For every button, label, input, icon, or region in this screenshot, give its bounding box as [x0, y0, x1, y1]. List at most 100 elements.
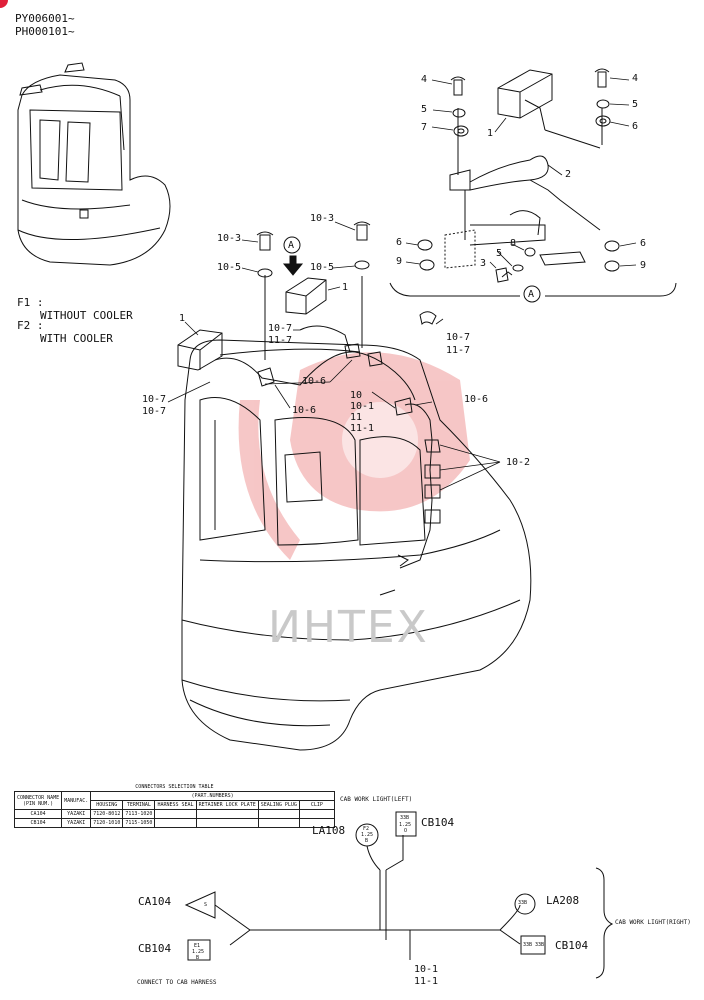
callout-6-left: 6	[396, 237, 403, 248]
callout-9-right: 9	[640, 260, 647, 271]
legend-f1-text: WITHOUT COOLER	[40, 309, 133, 322]
cb104l-pin-mid: 1.25	[192, 949, 205, 955]
wiring-title-right: CAB WORK LIGHT(RIGHT)	[615, 919, 691, 926]
cb104t-pin-top: 33B	[400, 815, 410, 821]
callout-2: 2	[565, 169, 572, 180]
serial-range-2: PH000101~	[15, 25, 75, 38]
wiring-diagram	[184, 811, 614, 979]
harness	[214, 311, 441, 569]
callout-1-center: 1	[342, 282, 349, 293]
th-terminal: TERMINAL	[122, 800, 156, 810]
label-ca104: CA104	[138, 895, 172, 908]
callout-10-6-c: 10-6	[292, 405, 317, 416]
view-a-label-top: A	[288, 240, 295, 251]
wiring-footer: CONNECT TO CAB HARNESS	[137, 979, 217, 986]
callout-8: 8	[510, 238, 517, 249]
callout-5-left: 5	[421, 104, 428, 115]
wiring-ref-10-1: 10-1	[414, 964, 439, 975]
callout-5-right: 5	[632, 99, 639, 110]
connector-selection-table: CONNECTORS SELECTION TABLE CONNECTOR NAM…	[13, 783, 335, 828]
th-retainer: RETAINER LOCK PLATE	[195, 800, 259, 810]
cell-terminal: 7115-1050	[122, 818, 156, 828]
cb104r-pin: 33B 33B	[523, 942, 545, 948]
cell-housing: 7120-8012	[90, 809, 124, 819]
table-row: CB104 YAZAKI 7120-1010 7115-1050	[13, 818, 335, 828]
callout-9-left: 9	[396, 256, 403, 267]
callout-4-right: 4	[632, 73, 639, 84]
legend-f2-text: WITH COOLER	[40, 332, 113, 345]
th-connector: CONNECTOR NAME(PIN NUM.)	[13, 791, 63, 810]
ca104-pin: S	[204, 902, 208, 908]
label-cb104-left: CB104	[138, 942, 172, 955]
corner-mark	[0, 0, 8, 8]
table-row: CA104 YAZAKI 7120-8012 7113-1020	[13, 809, 335, 819]
callout-10-3-right: 10-3	[310, 213, 335, 224]
cell-manufac: YAZAKI	[61, 818, 92, 828]
view-arrow-a	[282, 236, 541, 303]
th-harness-seal: HARNESS SEAL	[154, 800, 197, 810]
leader-lines	[167, 77, 637, 491]
callout-3: 3	[480, 258, 487, 269]
cb104t-pin-bot: O	[404, 828, 408, 834]
callout-10-7-a: 10-7	[268, 323, 293, 334]
cb104l-pin-bot: B	[196, 955, 200, 961]
callout-10: 10	[350, 390, 363, 401]
wiring-ref-11-1: 11-1	[414, 976, 439, 987]
cb104l-pin-top: E1	[194, 943, 201, 949]
callout-1-left: 1	[179, 313, 186, 324]
cell-name: CB104	[13, 818, 63, 828]
callout-10-6-b: 10-6	[464, 394, 489, 405]
callout-7: 7	[421, 122, 428, 133]
callout-10-6-a: 10-6	[302, 376, 327, 387]
callout-6-right: 6	[632, 121, 639, 132]
hardware-top-right	[417, 68, 620, 283]
label-la208: LA208	[546, 894, 580, 907]
label-cb104-right: CB104	[555, 939, 589, 952]
la108-pin-top: F2	[363, 826, 370, 832]
callout-1-top: 1	[487, 128, 494, 139]
main-cab	[181, 339, 532, 751]
callout-11-7-a: 11-7	[268, 335, 293, 346]
table-title: CONNECTORS SELECTION TABLE	[135, 784, 214, 790]
thumbnail-cab	[17, 62, 171, 266]
hardware-cab	[256, 221, 371, 278]
callout-10-5-right: 10-5	[310, 262, 335, 273]
cell-manufac: YAZAKI	[61, 809, 92, 819]
callout-10-7-b: 10-7	[446, 332, 471, 343]
wiring-title-left: CAB WORK LIGHT(LEFT)	[340, 796, 413, 803]
light-bracket-assembly	[389, 69, 677, 297]
la208-pin: 33B	[518, 900, 528, 906]
cb104t-pin-mid: 1.25	[399, 822, 412, 828]
la108-pin-bot: B	[365, 838, 369, 844]
th-sealing-plug: SEALING PLUG	[257, 800, 300, 810]
th-manufac: MANUFAC.	[61, 791, 92, 810]
label-cb104-top: CB104	[421, 816, 455, 829]
cab-lights	[177, 275, 363, 371]
cell-name: CA104	[13, 809, 63, 819]
legend-f1-code: F1 :	[17, 296, 44, 309]
cell-housing: 7120-1010	[90, 818, 124, 828]
legend-f2-code: F2 :	[17, 319, 44, 332]
callout-11: 11	[350, 412, 363, 423]
callout-5-mid: 5	[496, 248, 503, 259]
serial-range-1: PY006001~	[15, 12, 75, 25]
callout-10-3-left: 10-3	[217, 233, 242, 244]
cell-terminal: 7113-1020	[122, 809, 156, 819]
callout-4-left: 4	[421, 74, 428, 85]
view-a-label-bottom: A	[528, 289, 535, 300]
callout-6-r2: 6	[640, 238, 647, 249]
watermark-text: ИНТЕХ	[268, 602, 429, 653]
callout-10-7-left2: 10-7	[142, 406, 167, 417]
callout-10-1: 10-1	[350, 401, 375, 412]
th-clip: CLIP	[298, 800, 335, 810]
callout-10-7-left1: 10-7	[142, 394, 167, 405]
label-la108: LA108	[312, 824, 346, 837]
callout-10-5-left: 10-5	[217, 262, 242, 273]
la108-pin-mid: 1.25	[361, 832, 374, 838]
callout-10-2: 10-2	[506, 457, 531, 468]
th-housing: HOUSING	[90, 800, 124, 810]
callout-11-1: 11-1	[350, 423, 375, 434]
th-part-numbers: (PART.NUMBERS)	[90, 791, 335, 801]
callout-11-7-b: 11-7	[446, 345, 471, 356]
